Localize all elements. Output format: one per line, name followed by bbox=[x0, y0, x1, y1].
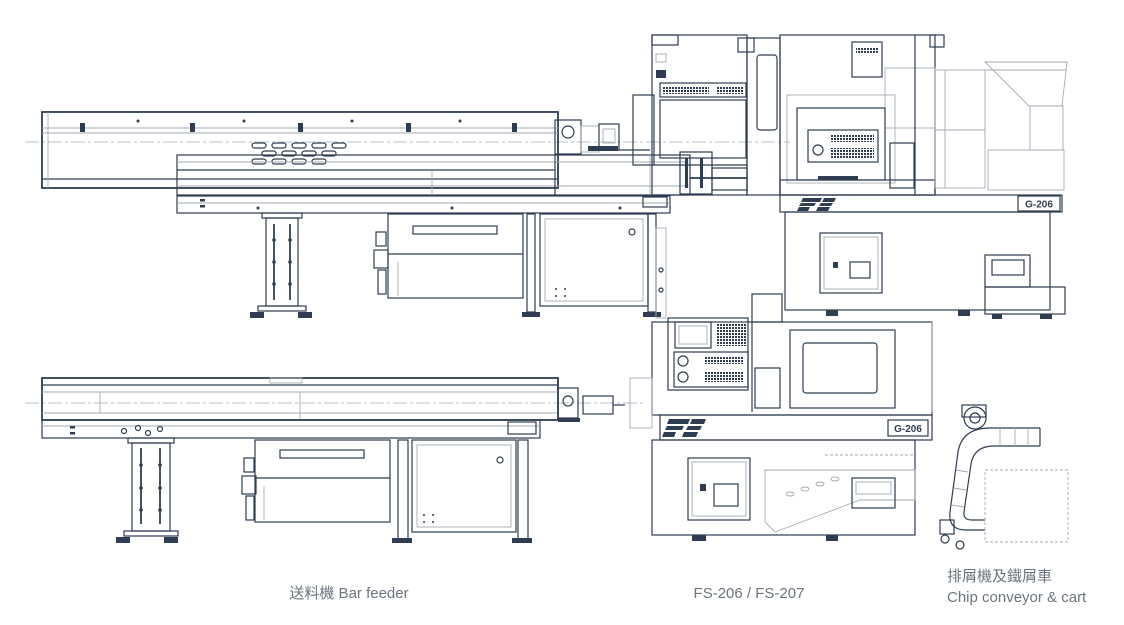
air-regulator bbox=[373, 231, 389, 295]
chip-conveyor-side bbox=[934, 61, 1068, 191]
chip-conveyor-front bbox=[939, 404, 1041, 550]
work-area-section bbox=[779, 34, 945, 196]
model-label-plate bbox=[887, 419, 929, 437]
lathe-base-front bbox=[651, 439, 916, 541]
feeder-base-rail bbox=[176, 195, 671, 214]
feeder-front-drive bbox=[557, 387, 625, 422]
chip-cart bbox=[984, 469, 1069, 543]
headstock-window bbox=[659, 99, 747, 159]
feeder-drive-unit bbox=[554, 119, 650, 155]
feeder-left-stand bbox=[250, 212, 312, 318]
model-label: G-206 bbox=[1025, 200, 1053, 211]
base-rail-marks bbox=[200, 199, 622, 210]
model-label: G-206 bbox=[894, 424, 922, 435]
conveyor-motor bbox=[963, 406, 987, 430]
feeder-front-right-cabinet bbox=[392, 439, 532, 543]
caption-chip-conveyor-en: Chip conveyor & cart bbox=[947, 589, 1087, 606]
feeder-front-control-cabinet bbox=[241, 439, 391, 523]
brand-logo bbox=[662, 419, 706, 437]
cnc-screen bbox=[674, 321, 712, 349]
bar-guide-housing bbox=[176, 154, 691, 196]
brand-logo bbox=[797, 198, 836, 211]
caption-bar-feeder: 送料機 Bar feeder bbox=[289, 585, 408, 602]
caption-chip-conveyor-zh: 排屑機及鐵屑車 bbox=[947, 567, 1052, 585]
work-area-window bbox=[789, 329, 896, 409]
cnc-control-panel bbox=[667, 317, 749, 391]
front-rail-marks bbox=[70, 426, 75, 435]
cnc-keypad bbox=[716, 324, 746, 346]
chip-cart-side bbox=[984, 254, 1066, 319]
lathe-side-view: G-206 bbox=[632, 34, 1068, 319]
internal-chip-conveyor bbox=[764, 469, 916, 533]
feeder-front-base-rail bbox=[41, 419, 541, 439]
front-label-band: G-206 bbox=[659, 414, 933, 441]
feeder-front-left-stand bbox=[116, 437, 179, 543]
door-handle bbox=[756, 54, 778, 131]
drawer-handle bbox=[412, 225, 498, 235]
lathe-front-view: G-206 bbox=[629, 293, 1069, 550]
door-column bbox=[746, 37, 781, 196]
lathe-front-housing bbox=[651, 321, 933, 416]
front-air-regulator bbox=[241, 457, 257, 521]
headstock-section bbox=[632, 34, 755, 196]
drive-wheel bbox=[561, 125, 575, 139]
model-label-plate bbox=[1017, 195, 1061, 212]
vent-grill bbox=[716, 87, 744, 94]
lathe-base-side bbox=[784, 211, 1051, 316]
bar-feeder-side-view bbox=[25, 111, 790, 319]
vent-grill bbox=[663, 87, 709, 94]
operator-panel bbox=[807, 129, 879, 163]
feeder-control-cabinet bbox=[373, 213, 524, 299]
bar-feeder-tube-casing bbox=[41, 111, 559, 189]
front-rail-fittings bbox=[120, 424, 164, 437]
feeder-nameplate bbox=[642, 196, 668, 208]
casing-bolts bbox=[80, 119, 517, 132]
caption-lathe-model: FS-206 / FS-207 bbox=[694, 585, 805, 602]
feeder-right-cabinet bbox=[522, 213, 667, 319]
machine-label-band: G-206 bbox=[779, 194, 1063, 213]
bar-feeder-front-view bbox=[25, 377, 645, 543]
guide-slots bbox=[251, 142, 347, 165]
